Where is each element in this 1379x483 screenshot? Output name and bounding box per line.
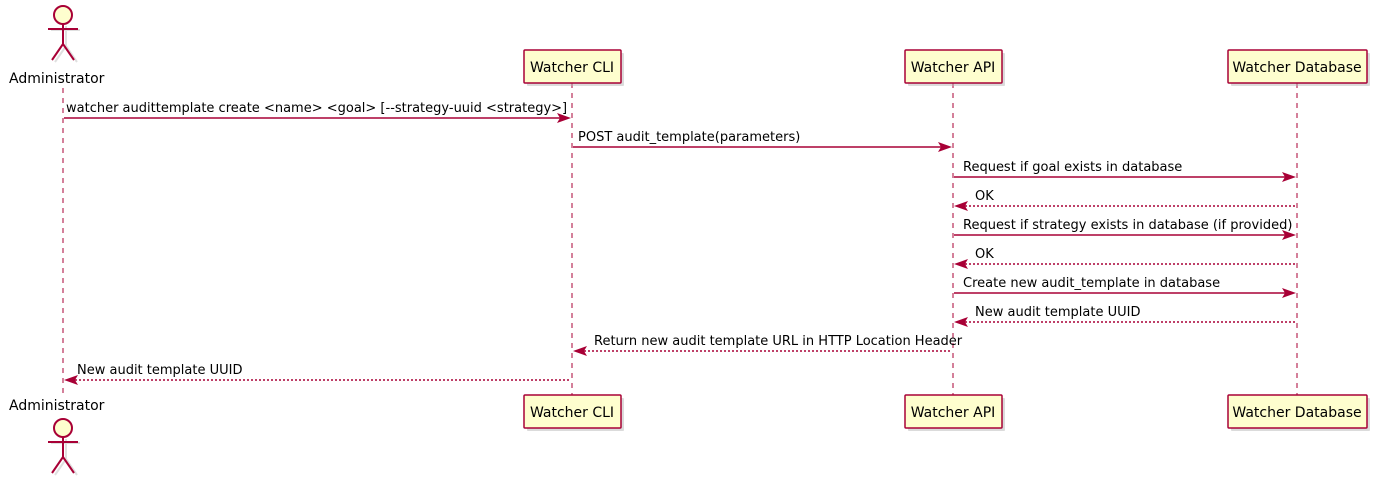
participant-rect-watcher-api-bottom [904, 394, 1003, 429]
message-label-8: New audit template UUID [975, 305, 1140, 320]
actor-head-icon [53, 5, 73, 25]
message-label-2: POST audit_template(parameters) [578, 130, 800, 145]
message-3: Request if goal exists in database [954, 160, 1296, 182]
participant-rect-watcher-cli-top [523, 49, 622, 84]
message-9: Return new audit template URL in HTTP Lo… [573, 334, 963, 356]
message-arrowhead-5 [1282, 230, 1296, 240]
message-4: OK [954, 189, 1296, 211]
participant-label-watcher-cli-top: Watcher CLI [530, 60, 614, 76]
message-2: POST audit_template(parameters) [573, 130, 952, 152]
actor-label-administrator-top: Administrator [9, 71, 105, 87]
message-6: OK [954, 247, 1296, 269]
message-arrowhead-8 [954, 317, 968, 327]
participant-label-watcher-cli-bottom: Watcher CLI [530, 405, 614, 421]
message-label-9: Return new audit template URL in HTTP Lo… [594, 334, 963, 349]
participant-label-watcher-api-top: Watcher API [911, 60, 996, 76]
participant-label-watcher-database-top: Watcher Database [1232, 60, 1361, 76]
message-5: Request if strategy exists in database (… [954, 218, 1296, 240]
participant-box-watcher-database-top: Watcher Database [1227, 49, 1370, 86]
actor-administrator-top: Administrator [9, 5, 105, 87]
message-arrowhead-4 [954, 201, 968, 211]
participant-box-watcher-cli-bottom: Watcher CLI [523, 394, 624, 431]
message-label-7: Create new audit_template in database [963, 276, 1220, 291]
participant-rect-watcher-database-top [1227, 49, 1368, 84]
message-label-6: OK [975, 247, 994, 262]
message-label-1: watcher audittemplate create <name> <goa… [66, 101, 567, 116]
participant-box-watcher-cli-top: Watcher CLI [523, 49, 624, 86]
message-arrowhead-3 [1282, 172, 1296, 182]
actor-head-icon-bottom [53, 418, 73, 438]
message-arrowhead-2 [938, 142, 952, 152]
message-label-10: New audit template UUID [77, 363, 242, 378]
participant-box-watcher-api-bottom: Watcher API [904, 394, 1005, 431]
message-arrowhead-10 [64, 375, 78, 385]
message-8: New audit template UUID [954, 305, 1296, 327]
lifelines [62, 83, 1298, 398]
message-10: New audit template UUID [64, 363, 571, 385]
actor-body-icon-bottom [48, 437, 78, 474]
participant-box-watcher-database-bottom: Watcher Database [1227, 394, 1370, 431]
participant-rect-watcher-database-bottom [1227, 394, 1368, 429]
message-label-3: Request if goal exists in database [963, 160, 1182, 175]
message-label-5: Request if strategy exists in database (… [963, 218, 1292, 233]
message-arrowhead-9 [573, 346, 587, 356]
participant-box-watcher-api-top: Watcher API [904, 49, 1005, 86]
message-arrowhead-7 [1282, 288, 1296, 298]
participant-label-watcher-database-bottom: Watcher Database [1232, 405, 1361, 421]
actor-administrator-bottom: Administrator [9, 398, 105, 476]
message-arrowhead-6 [954, 259, 968, 269]
message-arrowhead-1 [557, 113, 571, 123]
participant-rect-watcher-api-top [904, 49, 1003, 84]
message-label-4: OK [975, 189, 994, 204]
actor-label-administrator-bottom: Administrator [9, 398, 105, 414]
participant-label-watcher-api-bottom: Watcher API [911, 405, 996, 421]
message-7: Create new audit_template in database [954, 276, 1296, 298]
participant-rect-watcher-cli-bottom [523, 394, 622, 429]
actor-body-icon [48, 24, 78, 61]
message-1: watcher audittemplate create <name> <goa… [64, 101, 571, 123]
